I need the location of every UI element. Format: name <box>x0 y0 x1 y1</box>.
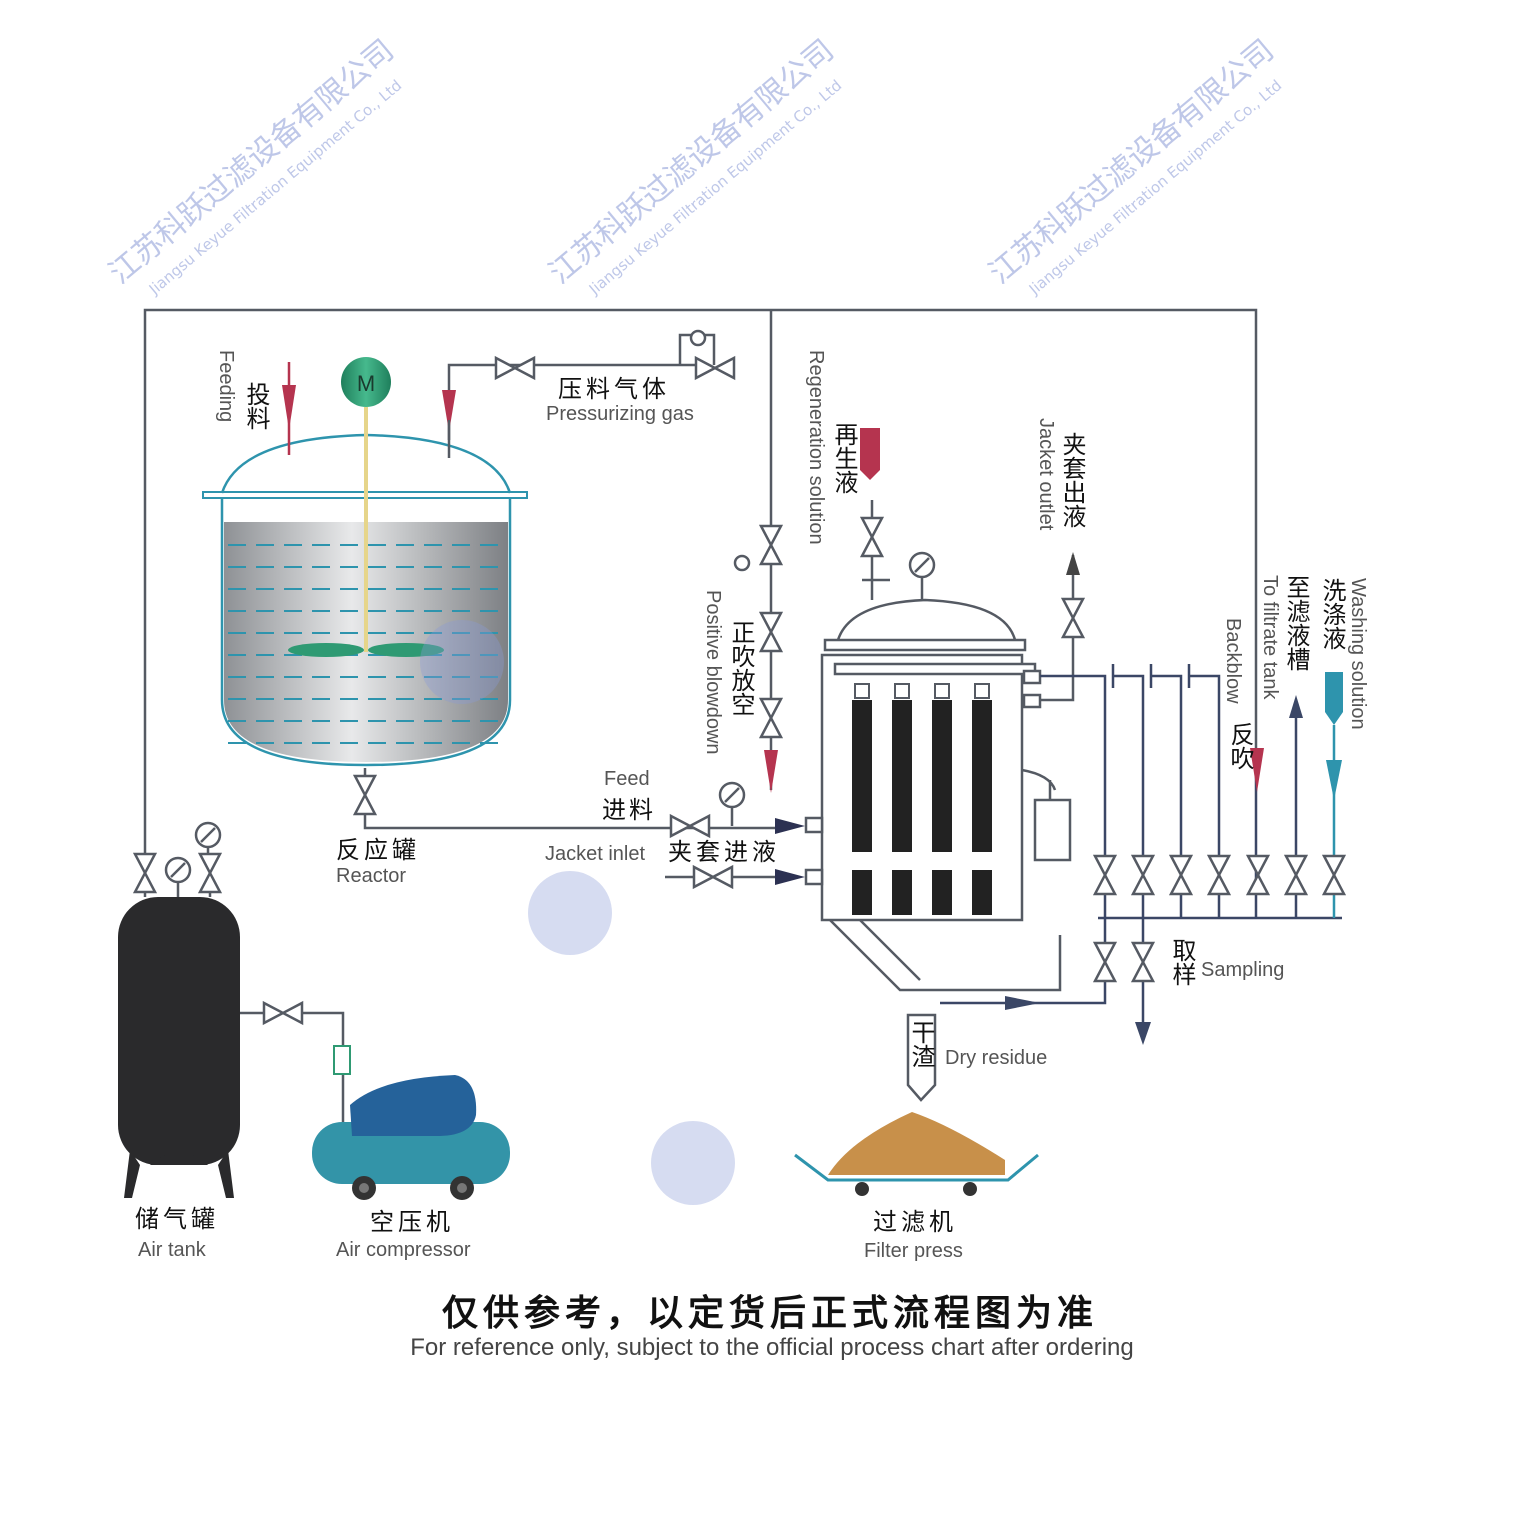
valve-icon[interactable] <box>859 516 885 558</box>
filter-press-en: Filter press <box>864 1240 963 1262</box>
element-cap <box>934 683 950 699</box>
valve-icon[interactable] <box>494 355 536 381</box>
valve-icon[interactable] <box>1060 597 1086 639</box>
jacket-outlet-en: Jacket outlet <box>1035 418 1057 531</box>
air-tank-zh: 储气罐 <box>135 1205 219 1233</box>
sampling-en: Sampling <box>1201 959 1284 981</box>
watermark-en: Jiangsu Keyue Filtration Equipment Co., … <box>145 76 405 299</box>
footer-note-en: For reference only, subject to the offic… <box>410 1334 1133 1361</box>
feed-zh: 进料 <box>602 796 656 824</box>
valve-icon[interactable] <box>694 355 736 381</box>
valve-icon[interactable] <box>692 864 734 890</box>
valve-icon[interactable] <box>352 774 378 816</box>
pressure-relief-icon <box>733 554 751 572</box>
valve-icon[interactable] <box>1206 854 1232 896</box>
reactor-en: Reactor <box>336 865 406 887</box>
filter-element <box>892 870 912 915</box>
element-cap <box>894 683 910 699</box>
reactor-zh: 反应罐 <box>336 836 420 864</box>
valve-icon[interactable] <box>1168 854 1194 896</box>
jacket-inlet-zh: 夹套进液 <box>668 838 780 866</box>
backblow-zh: 反吹 <box>1226 722 1254 770</box>
pressure-relief-icon <box>689 329 707 347</box>
filter-elements <box>852 683 992 915</box>
air-compressor-en: Air compressor <box>336 1239 471 1261</box>
filter-press-zh: 过滤机 <box>873 1208 957 1236</box>
watermark-en: Jiangsu Keyue Filtration Equipment Co., … <box>585 76 845 299</box>
valve-icon[interactable] <box>758 524 784 566</box>
motor: M <box>341 357 391 407</box>
filter-press-cart <box>794 1112 1039 1196</box>
valve-icon[interactable] <box>262 1000 304 1026</box>
filter-element <box>892 700 912 852</box>
valve-icon[interactable] <box>1245 854 1271 896</box>
watermark-zh: 江苏科跃过滤设备有限公司 <box>103 33 401 291</box>
filter-element <box>852 700 872 852</box>
footer-note-zh: 仅供参考，以定货后正式流程图为准 <box>442 1293 1098 1334</box>
filter-element <box>932 700 952 852</box>
valve-icon[interactable] <box>197 852 223 894</box>
positive-blowdown-en: Positive blowdown <box>702 590 724 755</box>
watermark-zh: 江苏科跃过滤设备有限公司 <box>983 33 1281 291</box>
element-cap <box>974 683 990 699</box>
air-compressor-zh: 空压机 <box>370 1208 454 1236</box>
valve-icon[interactable] <box>758 697 784 739</box>
washing-zh: 洗涤液 <box>1318 578 1346 650</box>
filter-element <box>932 870 952 915</box>
valve-icon[interactable] <box>1130 854 1156 896</box>
dry-residue-zh: 干渣 <box>907 1020 935 1068</box>
valve-icon[interactable] <box>1321 854 1347 896</box>
feed-en: Feed <box>604 768 650 790</box>
filter-element <box>972 870 992 915</box>
regeneration-tank-icon <box>860 428 880 480</box>
valves <box>132 329 1347 1026</box>
filter-element <box>852 870 872 915</box>
feed-line <box>363 768 805 885</box>
valve-icon[interactable] <box>669 813 711 839</box>
filter-element <box>972 700 992 852</box>
blowdown-arrow <box>764 750 778 793</box>
air-tank-en: Air tank <box>138 1239 207 1261</box>
dry-residue-en: Dry residue <box>945 1047 1047 1069</box>
reactor-vessel <box>202 407 528 767</box>
filtrate-en: To filtrate tank <box>1259 575 1281 701</box>
valve-icon[interactable] <box>1092 854 1118 896</box>
feed-arrows <box>282 362 456 458</box>
jacket-inlet-en: Jacket inlet <box>545 843 645 865</box>
air-compressor <box>312 1075 510 1200</box>
valve-icon[interactable] <box>132 852 158 894</box>
valve-icon[interactable] <box>1092 941 1118 983</box>
filtrate-zh: 至滤液槽 <box>1282 575 1310 671</box>
feeding-en: Feeding <box>215 350 237 422</box>
valve-icon[interactable] <box>1283 854 1309 896</box>
motor-label: M <box>357 371 375 396</box>
regeneration-zh: 再生液 <box>830 422 858 494</box>
element-cap <box>854 683 870 699</box>
jacket-outlet-zh: 夹套出液 <box>1058 432 1086 528</box>
watermark-zh: 江苏科跃过滤设备有限公司 <box>543 33 841 291</box>
positive-blowdown-zh: 正吹放空 <box>727 620 755 716</box>
dry-residue-outlet <box>906 1013 937 1102</box>
feeding-zh: 投料 <box>242 382 270 430</box>
backblow-en: Backblow <box>1222 618 1244 704</box>
sampling-zh: 取样 <box>1168 938 1196 986</box>
labels: 投料 Feeding 压料气体 Pressurizing gas 再生液 Reg… <box>135 350 1369 1262</box>
pressurizing-zh: 压料气体 <box>558 375 670 403</box>
watermark-en: Jiangsu Keyue Filtration Equipment Co., … <box>1025 76 1285 299</box>
valve-icon[interactable] <box>758 611 784 653</box>
washing-en: Washing solution <box>1347 578 1369 730</box>
regeneration-en: Regeneration solution <box>805 350 827 545</box>
valve-icon[interactable] <box>1130 941 1156 983</box>
pressurizing-en: Pressurizing gas <box>546 403 694 425</box>
